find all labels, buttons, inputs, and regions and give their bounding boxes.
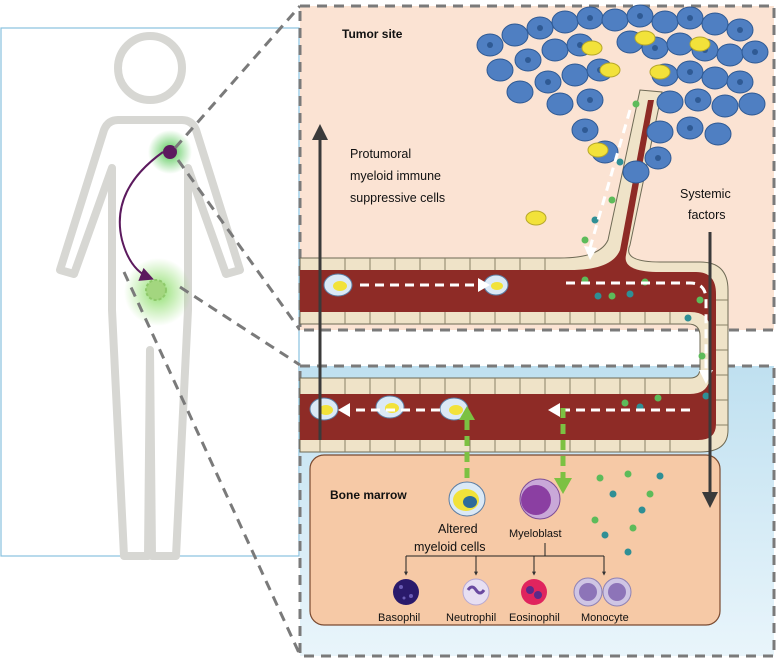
- lineage-tree: [404, 543, 606, 576]
- systemic-label-line-2: factors: [688, 208, 726, 222]
- tumor-site-label: Tumor site: [342, 27, 403, 41]
- marrow-node: [145, 279, 167, 301]
- body-panel: [0, 27, 300, 560]
- systemic-down-arrow: [702, 232, 718, 508]
- neutrophil-icon: [462, 578, 490, 606]
- monocyte-icon: [573, 577, 632, 607]
- altered-label-line-1: Altered: [438, 522, 478, 536]
- flow-arrows: [350, 109, 708, 412]
- myeloid-cell-icon: [448, 481, 486, 517]
- protumoral-up-arrow: [312, 124, 328, 440]
- eosinophil-icon: [521, 579, 547, 605]
- basophil-icon: [393, 579, 419, 605]
- blood-vessel: [299, 89, 729, 453]
- myeloblast-icon: [519, 478, 561, 520]
- basophil-label: Basophil: [378, 612, 420, 624]
- systemic-label-line-1: Systemic: [680, 187, 731, 201]
- systemic-factor-dots: [581, 100, 710, 411]
- protumoral-label-line-1: Protumoral: [350, 147, 411, 161]
- marrow-factor-dots: [591, 470, 664, 556]
- monocyte-label: Monocyte: [581, 612, 629, 624]
- circulating-myeloid-cells: [309, 273, 509, 421]
- bone-marrow-label: Bone marrow: [330, 488, 407, 502]
- eosinophil-label: Eosinophil: [509, 612, 560, 624]
- signal-arrow: [554, 408, 572, 494]
- altered-label-line-2: myeloid cells: [414, 540, 486, 554]
- tumor-node: [163, 145, 177, 159]
- myeloblast-label: Myeloblast: [509, 528, 562, 540]
- neutrophil-label: Neutrophil: [446, 612, 496, 624]
- zoom-lines: [122, 5, 302, 656]
- protumoral-label-line-2: myeloid immune: [350, 169, 441, 183]
- migration-arrow: [118, 151, 164, 281]
- human-silhouette-icon: [56, 32, 244, 560]
- tumor-cell-mass: [476, 4, 769, 226]
- release-arrow: [459, 406, 475, 478]
- protumoral-label-line-3: suppressive cells: [350, 191, 445, 205]
